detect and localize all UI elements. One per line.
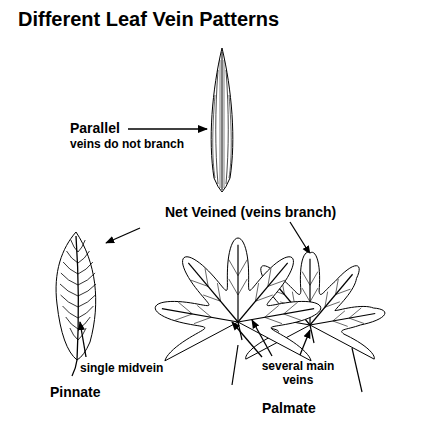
leader-arrow <box>128 128 207 130</box>
leader-arrow <box>300 330 310 355</box>
part-label: several main veins <box>250 360 346 388</box>
diagram-title: Different Leaf Vein Patterns <box>18 8 279 31</box>
palmate-leaf <box>155 238 320 361</box>
parallel-leaf <box>211 48 233 192</box>
pattern-note: veins do not branch <box>70 138 184 152</box>
bracket <box>352 348 362 392</box>
bracket <box>232 345 238 385</box>
leader-arrow <box>106 228 140 243</box>
part-label: single midvein <box>80 362 163 376</box>
leader-arrow <box>252 320 272 356</box>
leader-arrow <box>290 222 310 254</box>
group-label: Net Veined (veins branch) <box>165 204 336 220</box>
leader-arrow <box>80 322 86 357</box>
palmate-leaves <box>155 238 385 361</box>
pattern-label: Parallel <box>70 120 120 136</box>
pinnate-leaf <box>56 232 96 376</box>
pattern-label: Palmate <box>262 400 316 416</box>
pattern-label: Pinnate <box>50 384 101 400</box>
